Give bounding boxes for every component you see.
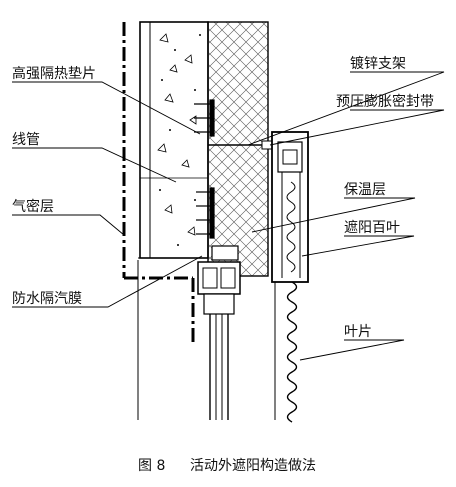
leader-lines xyxy=(12,71,445,361)
label-insulation-pad: 高强隔热垫片 xyxy=(12,65,96,82)
label-shading-louver: 遮阳百叶 xyxy=(344,220,400,236)
label-pre-compressed-tape: 预压膨胀密封带 xyxy=(336,93,434,110)
figure-title: 活动外遮阳构造做法 xyxy=(190,458,316,474)
air-barrier-line xyxy=(122,22,195,345)
bracket-anchors xyxy=(194,99,215,239)
label-galvanized-bracket: 镀锌支架 xyxy=(350,55,406,72)
label-insulation-layer: 保温层 xyxy=(344,182,386,198)
window-frame xyxy=(197,245,241,420)
figure-number: 图 8 xyxy=(138,458,165,474)
concrete-wall xyxy=(139,21,209,259)
insulation-block xyxy=(207,21,269,277)
label-conduit: 线管 xyxy=(12,132,40,148)
shading-box xyxy=(271,131,309,283)
louver-blades xyxy=(274,281,298,423)
label-blade: 叶片 xyxy=(344,324,372,340)
label-vapor-membrane: 防水隔汽膜 xyxy=(12,291,82,307)
label-air-barrier: 气密层 xyxy=(12,198,54,215)
